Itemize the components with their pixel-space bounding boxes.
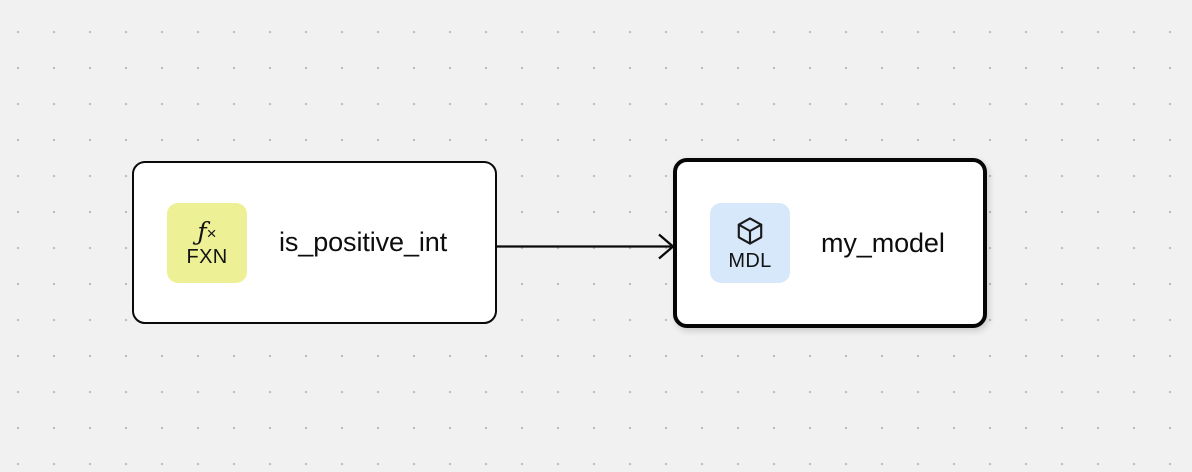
node-badge-fxn: ƒ× FXN: [167, 202, 247, 283]
node-is-positive-int[interactable]: ƒ× FXN is_positive_int: [132, 161, 497, 324]
node-badge-label: FXN: [186, 245, 228, 268]
cube-icon: [737, 217, 763, 245]
edge-arrowhead-icon: [658, 233, 675, 260]
node-title: is_positive_int: [279, 227, 448, 257]
node-title: my_model: [821, 227, 945, 258]
node-badge-mdl: MDL: [710, 203, 790, 283]
node-my-model[interactable]: MDL my_model: [673, 158, 987, 328]
node-badge-label: MDL: [728, 250, 772, 272]
function-icon: ƒ×: [197, 216, 217, 246]
edge-is_positive_int-to-my_model[interactable]: [497, 233, 675, 260]
